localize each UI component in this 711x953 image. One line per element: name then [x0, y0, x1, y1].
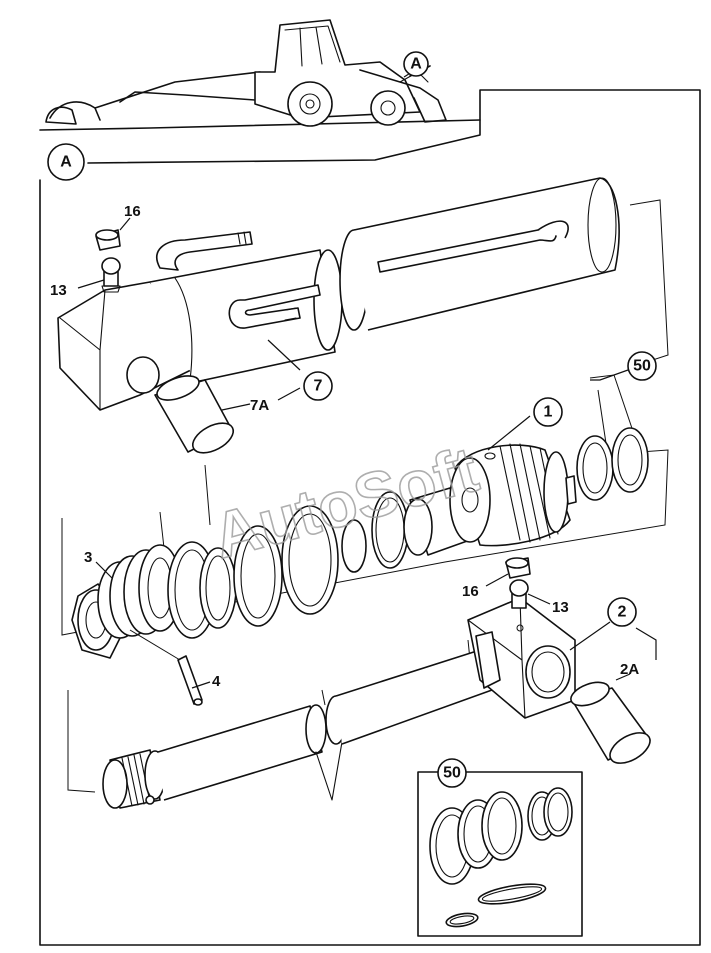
rod-break-left: [305, 704, 327, 754]
svg-text:13: 13: [50, 282, 67, 299]
cab-frame: [284, 25, 341, 67]
pin-2a[interactable]: [568, 678, 655, 770]
callout-text: 7: [314, 378, 323, 395]
piston-seal-group: [61, 369, 669, 706]
callout-text: 2: [618, 604, 627, 621]
callout-1[interactable]: 1: [487, 397, 563, 451]
inset-o-ring-large[interactable]: [477, 880, 547, 908]
callout-circle: [627, 351, 657, 381]
detail-frame-border: [39, 89, 701, 946]
label-3: 3: [84, 549, 113, 579]
callout-text: A: [60, 154, 72, 171]
hydraulic-pipe-upper: [156, 231, 253, 271]
callout-text: 50: [633, 358, 651, 375]
label-7a: 7A: [221, 387, 301, 414]
callout-circle: [403, 51, 429, 77]
label-4: 4: [191, 673, 221, 690]
piston-rod-group: [67, 557, 655, 809]
wear-ring-right-1[interactable]: [576, 435, 614, 501]
seal-kit-inset: [417, 771, 583, 937]
svg-text:16: 16: [124, 203, 141, 220]
svg-text:16: 16: [462, 583, 479, 600]
backhoe-bucket: [45, 106, 77, 125]
view-reference-callout-frame[interactable]: A: [47, 143, 85, 181]
inset-border: [417, 771, 583, 937]
backhoe-boom: [49, 71, 261, 119]
rod-thread-end[interactable]: [102, 749, 166, 809]
label-2a: 2A: [615, 661, 639, 681]
label-13-upper: 13: [50, 279, 105, 299]
o-ring-small[interactable]: [341, 519, 367, 573]
machine-ground-line: [39, 119, 481, 131]
roll-pin-4[interactable]: [177, 655, 203, 706]
tube-break-left: [313, 249, 343, 351]
pin-7a[interactable]: [154, 371, 238, 459]
svg-text:3: 3: [84, 549, 92, 566]
dust-cap-upper[interactable]: [95, 229, 121, 251]
callout-circle: [303, 371, 333, 401]
view-reference-callout-top[interactable]: A: [403, 51, 429, 78]
callout-text: A: [410, 56, 422, 73]
svg-text:7A: 7A: [250, 397, 269, 414]
rear-wheel: [287, 81, 333, 127]
inset-o-ring-small[interactable]: [445, 911, 479, 928]
label-16-lower: 16: [462, 573, 509, 600]
base-pin-bore: [126, 356, 160, 394]
front-wheel: [370, 90, 406, 126]
backhoe-dipper: [94, 91, 256, 121]
label-16-upper: 16: [119, 203, 141, 231]
cylinder-body-group: [57, 177, 669, 459]
wear-ring-right-2[interactable]: [611, 427, 649, 493]
svg-text:2A: 2A: [620, 661, 639, 678]
callout-text: 50: [443, 765, 461, 782]
callout-text: 1: [544, 404, 553, 421]
cylinder-tube-right: [353, 177, 620, 331]
svg-text:13: 13: [552, 599, 569, 616]
inset-ring-3[interactable]: [481, 791, 523, 861]
callout-circle: [607, 597, 637, 627]
callout-50-inset[interactable]: 50: [437, 758, 467, 788]
grease-nipple-upper[interactable]: [101, 257, 121, 293]
piston-1[interactable]: [449, 443, 577, 547]
callout-7[interactable]: 7: [267, 339, 333, 401]
dust-cap-lower[interactable]: [505, 557, 531, 579]
callout-50-main[interactable]: 50: [627, 351, 657, 381]
loader-arm: [359, 69, 447, 123]
rod-right: [335, 649, 493, 745]
inset-ring-5[interactable]: [543, 787, 573, 837]
seal-ring-3[interactable]: [233, 525, 283, 627]
rod-left: [157, 705, 323, 801]
label-13-lower: 13: [527, 593, 569, 616]
callout-circle: [47, 143, 85, 181]
rod-eye-2[interactable]: [467, 597, 576, 719]
hydraulic-pipe-left: [228, 284, 321, 329]
callout-circle: [533, 397, 563, 427]
seal-ring-4[interactable]: [281, 505, 339, 615]
svg-text:4: 4: [212, 673, 221, 690]
callout-2[interactable]: 2: [569, 597, 657, 660]
grease-nipple-lower[interactable]: [509, 579, 529, 632]
callout-circle: [437, 758, 467, 788]
